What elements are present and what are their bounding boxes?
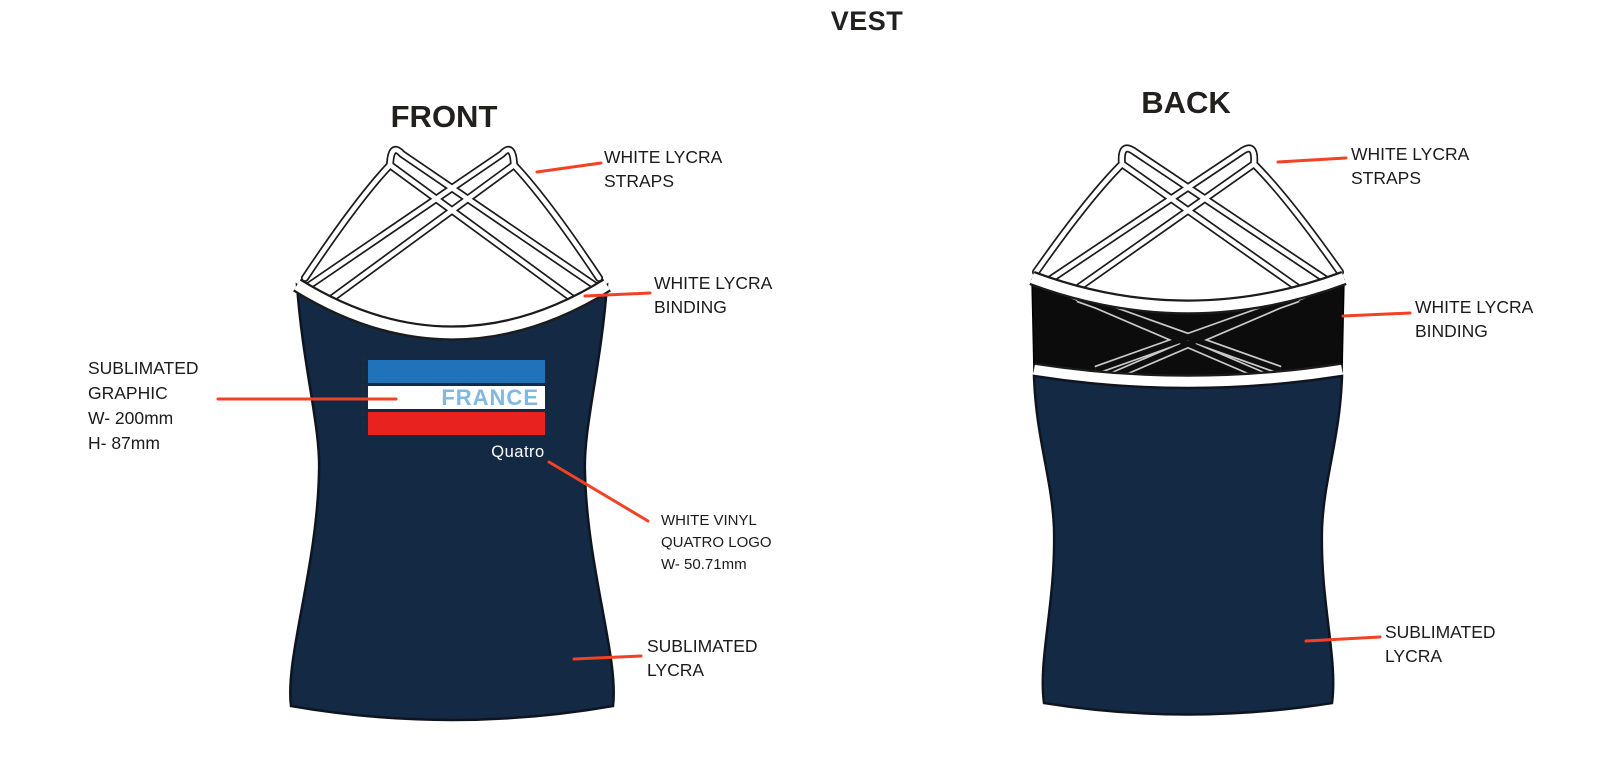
annotation-front-logo: WHITE VINYL QUATRO LOGO W- 50.71mm: [661, 512, 772, 574]
back-binding-white: [1030, 273, 1346, 313]
flag-stripe-blue: [368, 360, 545, 383]
front-body: [289, 282, 615, 722]
page-title: VEST: [830, 6, 904, 36]
front-straps-outline: [301, 145, 603, 306]
back-straps: [1032, 144, 1344, 299]
flag-stripe-red: [368, 412, 545, 435]
annotation-front-binding: WHITE LYCRA BINDING: [654, 273, 773, 318]
quatro-logo: Quatro: [491, 443, 544, 461]
back-garment-illustration: [1029, 144, 1347, 716]
back-panel-straps: [1056, 283, 1320, 381]
annotation-front-lycra: SUBLIMATED LYCRA: [647, 636, 758, 681]
annotation-back-straps: WHITE LYCRA STRAPS: [1351, 144, 1470, 189]
annotation-back-binding: WHITE LYCRA BINDING: [1415, 297, 1534, 342]
france-label: FRANCE: [441, 385, 539, 410]
annotation-front-straps: WHITE LYCRA STRAPS: [604, 147, 723, 192]
front-binding-white: [294, 280, 610, 339]
front-straps-white: [302, 147, 602, 305]
flag-stripe-white: [368, 386, 545, 409]
back-lower-band: [1032, 362, 1344, 390]
annotation-front-graphic: SUBLIMATED GRAPHIC W- 200mm H- 87mm: [88, 358, 199, 454]
back-panel-straps-fill: [1056, 285, 1320, 379]
back-band-white: [1033, 364, 1343, 388]
front-straps: [301, 145, 603, 306]
back-body: [1032, 374, 1344, 716]
back-neck-binding: [1029, 270, 1347, 315]
front-view-heading: FRONT: [390, 99, 498, 134]
back-straps-white: [1033, 146, 1343, 298]
back-straps-outline: [1032, 144, 1344, 299]
leader-back-binding: [1341, 311, 1412, 318]
front-garment-illustration: FRANCE Quatro: [289, 145, 615, 722]
annotation-back-lycra: SUBLIMATED LYCRA: [1385, 622, 1496, 667]
back-view-heading: BACK: [1141, 85, 1231, 120]
front-sublimated-graphic: FRANCE: [362, 357, 545, 438]
front-neck-binding: [293, 278, 611, 341]
